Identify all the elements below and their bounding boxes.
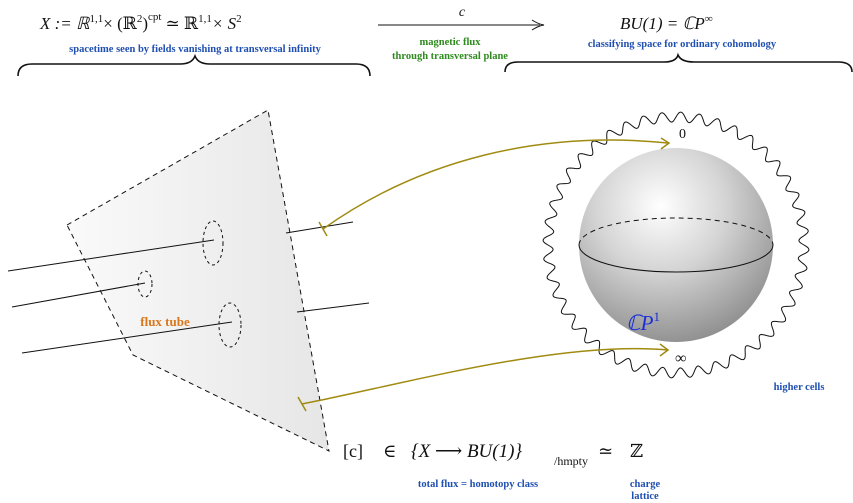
right-caption: classifying space for ordinary cohomolog… — [588, 39, 777, 50]
svg-text:X := ℝ1,1× (ℝ2)cpt≃ ℝ1,1× S2: X := ℝ1,1× (ℝ2)cpt≃ ℝ1,1× S2 — [39, 11, 242, 33]
svg-text:/hmpty: /hmpty — [554, 454, 588, 468]
transversal-plane — [66, 109, 330, 452]
flux-tube-ellipses — [137, 220, 242, 348]
left-formula: X := ℝ1,1× (ℝ2)cpt≃ ℝ1,1× S2 — [39, 11, 242, 33]
olive-map-upper — [318, 137, 671, 237]
svg-text:[c]: [c] — [343, 441, 363, 461]
bottom-caption-right-line2: lattice — [631, 491, 659, 502]
svg-text:ℤ: ℤ — [630, 441, 643, 461]
sphere-bottom-label: ∞ — [675, 350, 686, 367]
bottom-caption-left: total flux = homotopy class — [418, 479, 538, 490]
svg-text:ℂP1: ℂP1 — [626, 309, 660, 335]
higher-cells-wavy — [542, 111, 810, 379]
higher-cells-label: higher cells — [774, 382, 825, 393]
sphere-equator-back — [578, 217, 774, 246]
svg-text:≃: ≃ — [598, 441, 613, 461]
arrow-caption-line2: through transversal plane — [392, 51, 508, 62]
arrow-caption-line1: magnetic flux — [420, 37, 482, 48]
olive-map-lower — [297, 343, 670, 412]
sphere-top-label: 0 — [679, 127, 686, 142]
sphere — [579, 148, 773, 342]
map-arrow-c — [378, 19, 545, 31]
right-brace — [504, 52, 853, 73]
left-caption: spacetime seen by fields vanishing at tr… — [69, 44, 321, 55]
left-brace — [17, 53, 371, 77]
sphere-equator-front — [578, 244, 774, 273]
flux-tube-label: flux tube — [140, 314, 190, 329]
right-formula: BU(1) = ℂP∞ — [620, 13, 713, 33]
svg-text:BU(1) = ℂP∞: BU(1) = ℂP∞ — [620, 13, 713, 33]
flux-lines — [7, 221, 370, 354]
bottom-formula: [c] ∈ {X ⟶ BU(1)} /hmpty ≃ ℤ — [343, 441, 643, 468]
arrow-label-c: c — [459, 5, 466, 20]
svg-text:{X ⟶ BU(1)}: {X ⟶ BU(1)} — [411, 441, 522, 462]
bottom-caption-right-line1: charge — [630, 479, 661, 490]
cp1-label: ℂP1 — [626, 309, 660, 335]
svg-text:∈: ∈ — [383, 441, 396, 461]
